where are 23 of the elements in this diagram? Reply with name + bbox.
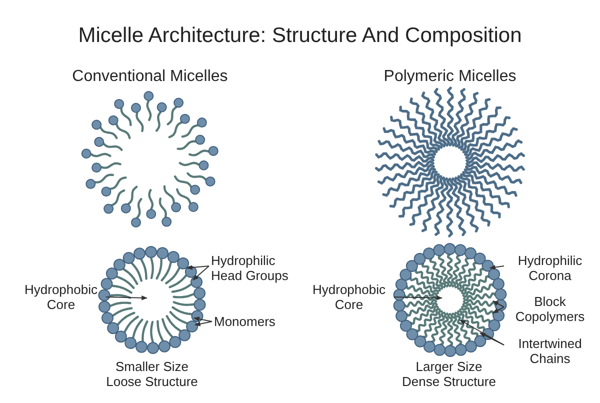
callout-label: Hydrophobic Core (18, 282, 104, 312)
leader-line (492, 300, 504, 308)
section-heading: Polymeric Micelles (382, 67, 518, 87)
callout-label: Hydrophilic Corona (506, 253, 594, 283)
callout-label: Hydrophobic Core (306, 282, 392, 312)
micelle-caption: Larger Size Dense Structure (401, 359, 497, 389)
leader-line (459, 320, 504, 346)
callout-label: Intertwined Chains (506, 336, 594, 366)
conventional-micelle-drawing (97, 245, 207, 355)
leader-line (492, 306, 504, 314)
diagram-title: Micelle Architecture: Structure And Composition (77, 23, 523, 49)
leader-line (479, 332, 504, 346)
leader-line (186, 265, 210, 270)
leader-line (192, 266, 210, 280)
leader-line (193, 316, 212, 322)
micelle-caption: Smaller Size Loose Structure (105, 359, 199, 389)
callout-label: Monomers (214, 314, 294, 329)
callout-label: Hydrophilic Head Groups (211, 253, 301, 283)
leader-line (194, 321, 212, 326)
leader-line (489, 264, 504, 270)
polymeric-micelle-drawing (392, 242, 508, 358)
section-heading: Conventional Micelles (71, 67, 229, 87)
callout-label: Block Copolymers (506, 294, 594, 324)
